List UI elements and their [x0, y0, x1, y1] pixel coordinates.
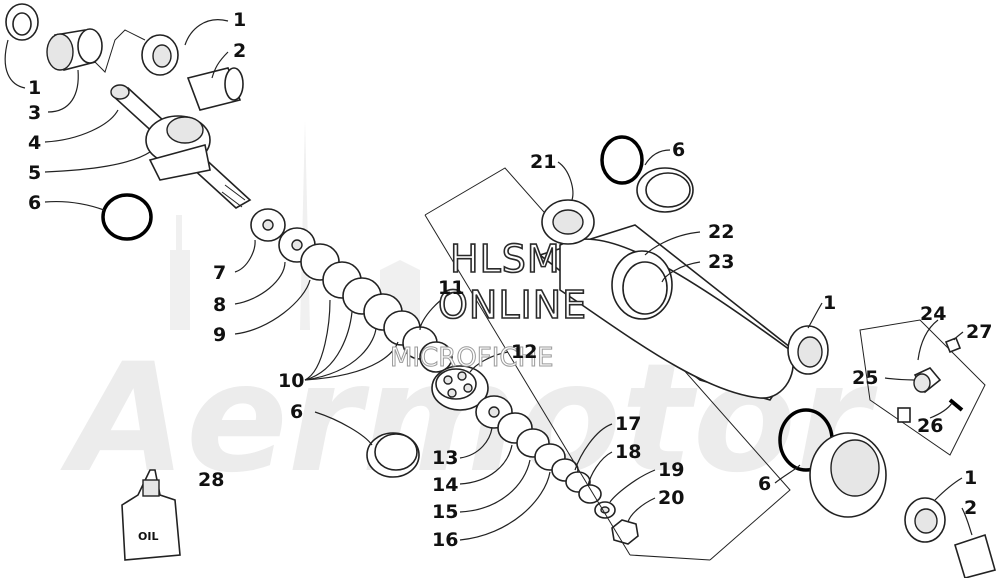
callout-1: 1 — [233, 9, 246, 31]
callout-24: 24 — [920, 303, 946, 325]
top-left-bushings — [5, 3, 244, 111]
piston-ring — [366, 432, 420, 478]
callout-28: 28 — [198, 469, 224, 491]
oil-bottle-label: OIL — [138, 530, 158, 543]
leader-lines — [4, 19, 973, 541]
callout-20: 20 — [658, 487, 684, 509]
callout-8: 8 — [213, 294, 226, 316]
callout-2: 2 — [964, 497, 977, 519]
callout-2: 2 — [233, 40, 246, 62]
o-ring-top — [600, 135, 644, 185]
callout-25: 25 — [852, 367, 878, 389]
callout-14: 14 — [432, 474, 458, 496]
callout-4: 4 — [28, 132, 41, 154]
oil-bottle: OIL — [121, 469, 181, 561]
watermark-line-3: MICROFICHE — [390, 343, 554, 373]
callout-26: 26 — [917, 415, 943, 437]
callout-labels: 1 2 1 3 4 5 6 7 8 9 10 11 12 6 13 14 15 … — [28, 9, 992, 551]
callout-6: 6 — [672, 139, 685, 161]
callout-13: 13 — [432, 447, 458, 469]
callout-7: 7 — [213, 262, 226, 284]
callout-3: 3 — [28, 102, 41, 124]
damper-body-box — [424, 167, 802, 561]
callout-6: 6 — [28, 192, 41, 214]
shaft-assembly — [110, 84, 252, 209]
o-ring-left — [101, 193, 153, 241]
callout-11: 11 — [438, 277, 464, 299]
piston — [431, 365, 489, 411]
callout-19: 19 — [658, 459, 684, 481]
watermark-text: HLSM ONLINE MICROFICHE — [390, 236, 587, 373]
callout-10: 10 — [278, 370, 304, 392]
callout-6: 6 — [290, 401, 303, 423]
callout-12: 12 — [511, 341, 537, 363]
callout-18: 18 — [615, 441, 641, 463]
watermark-line-2: ONLINE — [438, 283, 587, 327]
valve-inset — [859, 319, 986, 456]
watermark-line-1: HLSM — [450, 237, 561, 281]
callout-27: 27 — [966, 321, 992, 343]
callout-1: 1 — [964, 467, 977, 489]
callout-9: 9 — [213, 324, 226, 346]
callout-21: 21 — [530, 151, 556, 173]
callout-16: 16 — [432, 529, 458, 551]
callout-1: 1 — [823, 292, 836, 314]
callout-23: 23 — [708, 251, 734, 273]
callout-6: 6 — [758, 473, 771, 495]
callout-17: 17 — [615, 413, 641, 435]
shim-stack-upper — [250, 208, 453, 373]
callout-5: 5 — [28, 162, 41, 184]
callout-1: 1 — [28, 77, 41, 99]
lower-end-cap — [778, 325, 996, 578]
callout-22: 22 — [708, 221, 734, 243]
callout-15: 15 — [432, 501, 458, 523]
